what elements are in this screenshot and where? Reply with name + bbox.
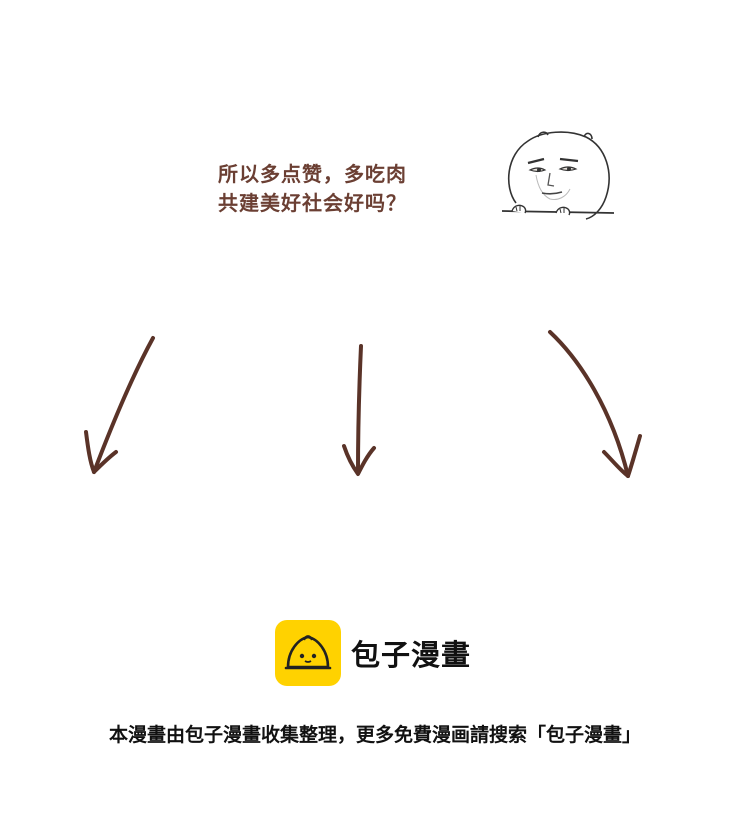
arrow-down-left-icon xyxy=(84,336,155,474)
arrow-down-right-icon xyxy=(548,330,642,478)
peeking-face-icon xyxy=(501,131,615,220)
caption-line-2: 共建美好社会好吗？ xyxy=(218,191,407,215)
caption-line-1: 所以多点赞，多吃肉 xyxy=(218,162,407,186)
steamed-bun-icon xyxy=(275,620,341,686)
arrows xyxy=(84,330,642,478)
arrow-down-icon xyxy=(342,344,376,476)
brand-name: 包子漫畫 xyxy=(351,638,472,672)
footer-notice: 本漫畫由包子漫畫收集整理，更多免費漫画請搜索「包子漫畫」 xyxy=(108,724,641,746)
caption: 所以多点赞，多吃肉 共建美好社会好吗？ xyxy=(218,160,407,218)
brand: 包子漫畫 xyxy=(275,620,471,686)
